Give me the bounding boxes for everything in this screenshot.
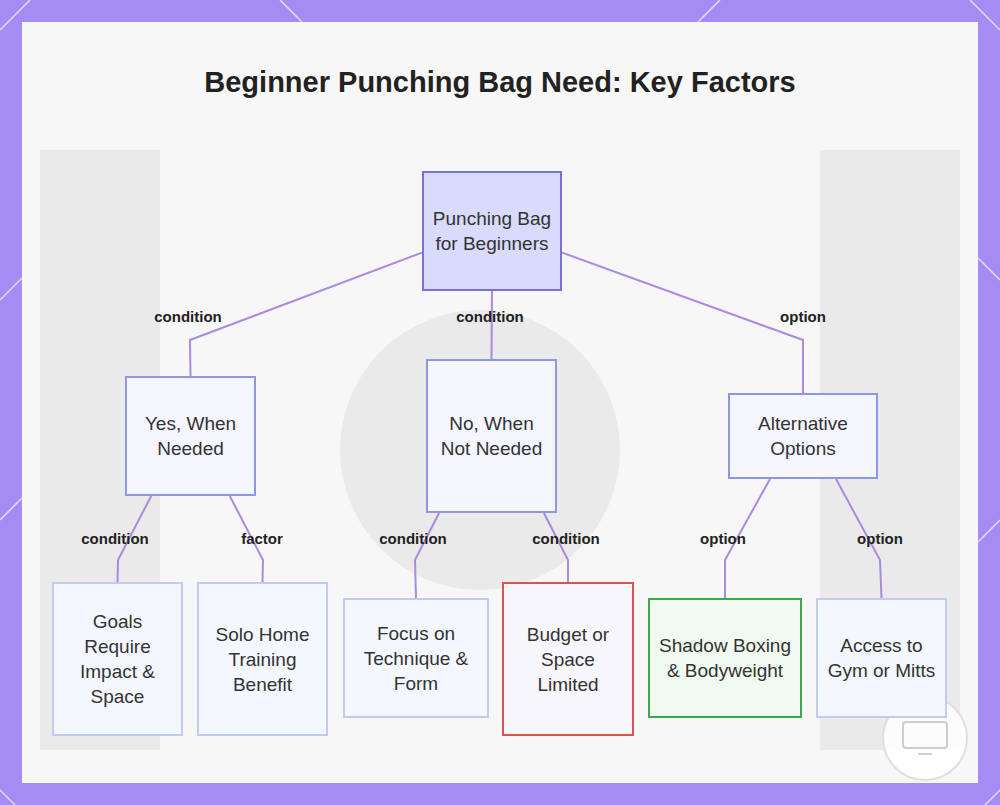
node-text: Alternative Options [738, 411, 868, 461]
process-box: Budget or Space Limited [502, 582, 634, 736]
edge-label: option [780, 308, 826, 325]
process-box: Shadow Boxing & Bodyweight [648, 598, 802, 718]
connector [562, 253, 803, 393]
connector-line [544, 513, 568, 582]
edge-label: condition [154, 308, 222, 325]
edge-label: option [700, 530, 746, 547]
connector [491, 291, 493, 359]
node-text: Solo Home Training Benefit [207, 622, 318, 697]
edge-label: option [857, 530, 903, 547]
node-text: Goals Require Impact & Space [62, 609, 173, 709]
process-box: Yes, When Needed [125, 376, 256, 496]
process-box: Access to Gym or Mitts [816, 598, 947, 718]
edge-label: condition [532, 530, 600, 547]
node-text: Budget or Space Limited [512, 622, 624, 697]
edge-label: condition [379, 530, 447, 547]
connector-line [415, 513, 439, 598]
process-box: Solo Home Training Benefit [197, 582, 328, 736]
connector-line [491, 291, 494, 359]
process-box: Focus on Technique & Form [343, 598, 489, 718]
node-text: Access to Gym or Mitts [826, 633, 937, 683]
node-text: Yes, When Needed [135, 411, 246, 461]
edge-label: condition [456, 308, 524, 325]
process-box: Punching Bag for Beginners [422, 171, 562, 291]
process-box: Goals Require Impact & Space [52, 582, 183, 736]
process-box: Alternative Options [728, 393, 878, 479]
node-text: Focus on Technique & Form [353, 621, 479, 696]
node-text: Shadow Boxing & Bodyweight [658, 633, 792, 683]
edge-label: factor [241, 530, 283, 547]
node-text: Punching Bag for Beginners [432, 206, 552, 256]
connector [190, 253, 422, 376]
edge-label: condition [81, 530, 149, 547]
connector [415, 513, 439, 598]
process-box: No, When Not Needed [426, 359, 557, 513]
connector [544, 513, 568, 582]
diagram-title: Beginner Punching Bag Need: Key Factors [200, 64, 800, 100]
connector-line [562, 253, 803, 393]
node-text: No, When Not Needed [436, 411, 547, 461]
connector-line [190, 253, 422, 376]
